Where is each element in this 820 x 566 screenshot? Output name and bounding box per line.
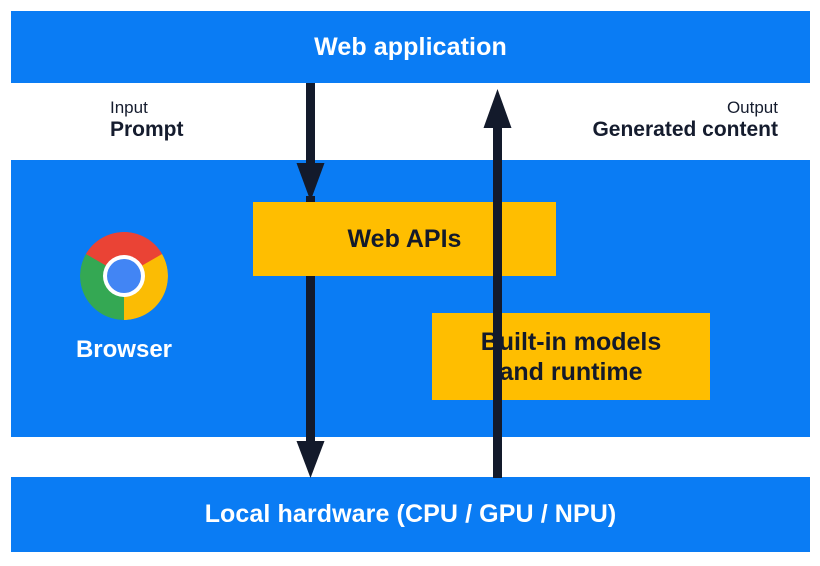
band-web-application: Web application [11,11,810,83]
box-web-apis-label: Web APIs [347,225,462,253]
flow-label-output-kicker: Output [726,98,778,117]
box-builtin-models[interactable]: Built-in models and runtime [432,313,710,400]
flow-label-input: Input Prompt [110,98,184,143]
band-local-hardware-label: Local hardware (CPU / GPU / NPU) [204,500,617,528]
flow-label-output-value: Generated content [592,118,778,142]
box-builtin-models-label: Built-in models and runtime [480,327,662,386]
band-web-application-label: Web application [314,32,507,61]
box-web-apis[interactable]: Web APIs [253,202,556,276]
flow-label-input-kicker: Input [110,98,148,117]
chrome-logo-icon [80,232,168,320]
browser-group: Browser [44,228,204,362]
band-browser-label: Browser [75,336,173,363]
flow-label-input-value: Prompt [110,118,184,142]
band-local-hardware: Local hardware (CPU / GPU / NPU) [11,477,810,552]
flow-label-output: Output Generated content [592,98,778,143]
